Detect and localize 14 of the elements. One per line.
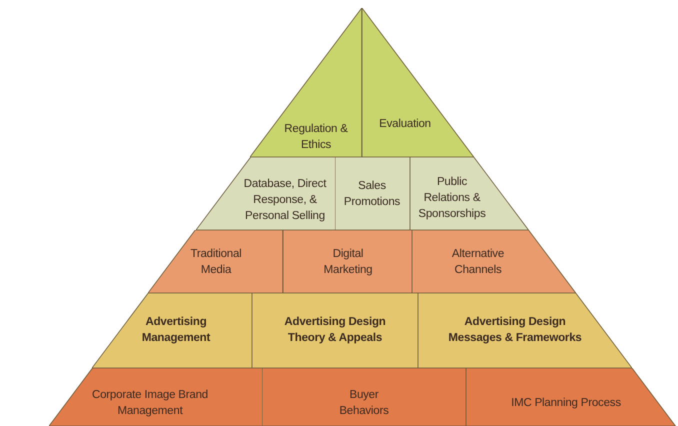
segment-label: Advertising Design Theory & Appeals (283, 315, 387, 346)
segment-label: Evaluation (378, 117, 432, 132)
segment-label: Advertising Management (140, 315, 212, 346)
segment-label: Digital Marketing (322, 247, 374, 278)
segment-label: Sales Promotions (342, 179, 402, 210)
segment-label: Database, Direct Response, & Personal Selling (242, 177, 328, 224)
segment-label: Regulation & Ethics (283, 122, 349, 153)
segment-label: Advertising Design Messages & Frameworks (447, 315, 583, 346)
segment-label: Alternative Channels (450, 247, 506, 278)
segment-label: Traditional Media (189, 247, 243, 278)
segment-label: Public Relations & Sponsorships (417, 175, 487, 222)
segment-label: Corporate Image Brand Management (91, 388, 209, 419)
segment-label: Buyer Behaviors (338, 388, 390, 419)
segment-label: IMC Planning Process (510, 396, 622, 411)
